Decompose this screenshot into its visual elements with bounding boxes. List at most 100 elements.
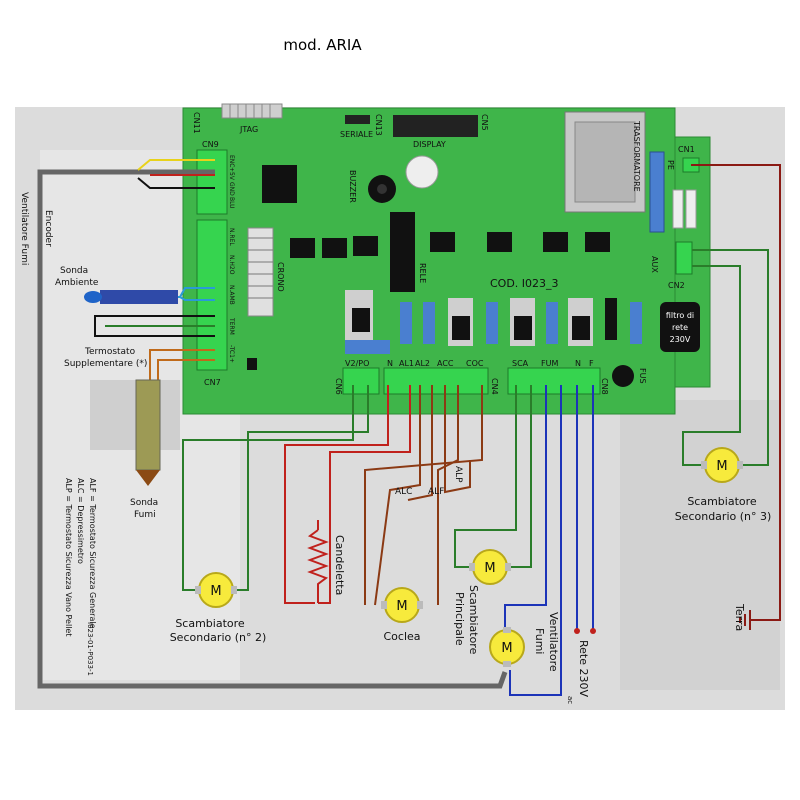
terra-wire [691, 164, 781, 621]
al2-label: AL2 [415, 359, 430, 368]
candeletta-label: Candeletta [333, 535, 346, 595]
coclea-wire [364, 385, 483, 605]
scambiatore3-wire [692, 249, 769, 466]
svg-text:M: M [396, 599, 407, 614]
sonda-ambiente-probe [84, 291, 102, 303]
fus-label: FUS [638, 368, 647, 384]
filtro-line3: 230V [670, 335, 691, 344]
scambiatore2-label-1: Scambiatore [175, 617, 245, 630]
svg-text:M: M [501, 641, 512, 656]
relay [390, 212, 415, 292]
background-photo-shade [620, 400, 780, 690]
cn4-label: CN4 [490, 378, 499, 395]
v2po-label: V2/PO [345, 359, 369, 368]
sonda-fumi-probe [135, 379, 161, 471]
page-title: mod. ARIA [283, 36, 362, 54]
sonda-ambiente-label-2: Ambiente [55, 278, 99, 288]
coclea-label: Coclea [383, 630, 420, 643]
alf-label: ALF [428, 487, 444, 497]
rete-terminal [590, 628, 596, 634]
alarm-wire-alc [374, 385, 421, 606]
seriale-label: SERIALE [340, 130, 373, 139]
cn6-label: CN6 [334, 378, 343, 395]
jtag-header [221, 103, 283, 119]
sonda-ambiente-label-1: Sonda [60, 266, 88, 276]
scambiatore3-label-2: Secondario (n° 3) [675, 510, 772, 523]
scambiatore3-wire [682, 265, 741, 466]
small-chips [247, 232, 610, 370]
cn1-label: CN1 [678, 145, 695, 154]
capacitor [405, 155, 439, 189]
motor-coclea: M [381, 587, 423, 623]
doc-code: I023-01-P033-1 [86, 622, 94, 676]
n2-label: N [575, 359, 581, 368]
coclea-wire [437, 385, 459, 605]
svg-text:M: M [210, 584, 221, 599]
acc-label: ACC [437, 359, 454, 368]
motor-scambiatore3: M [701, 447, 743, 483]
svg-text:-TC1+: -TC1+ [228, 345, 235, 363]
buzzer-label: BUZZER [348, 170, 357, 203]
termostato-wire [94, 315, 215, 337]
aux-connector [675, 241, 693, 275]
motor-ventilatore-fumi: M [489, 627, 525, 667]
alp-label: ALP [453, 466, 463, 483]
candeletta-wire [284, 385, 389, 604]
sonda-fumi-tip [136, 470, 160, 486]
al1-label: AL1 [399, 359, 414, 368]
alc-label: ALC [395, 487, 412, 497]
svg-text:ENC: ENC [228, 155, 235, 167]
fuse-holder [685, 189, 697, 229]
svg-text:ALF = Termostato Sicurezza Gen: ALF = Termostato Sicurezza Generale [88, 478, 97, 629]
ventilatore-fumi-label-1: Ventilatore [547, 612, 560, 672]
cn9-wire-black [137, 177, 215, 189]
crono-header [247, 227, 274, 317]
cn5-label: CN5 [480, 114, 489, 131]
scambiatore-principale-label-1: Scambiatore [467, 585, 480, 655]
legend: ALF = Termostato Sicurezza Generale ALC … [64, 478, 97, 636]
filtro-line1: filtro di [666, 311, 694, 320]
power-components [345, 290, 642, 354]
motor-scambiatore2: M [195, 572, 237, 608]
crono-label: CRONO [276, 262, 285, 292]
n1-label: N [387, 359, 393, 368]
rete-label: Rete 230V [577, 640, 590, 697]
earth-symbol [739, 610, 751, 630]
sonda-ambiente-cable [100, 290, 178, 304]
rete-terminal [574, 628, 580, 634]
rele-label: RELE [418, 263, 427, 283]
svg-text:ALP = Termostato Sicurezza Van: ALP = Termostato Sicurezza Vano Pellet [64, 478, 73, 636]
buzzer-hole [377, 184, 387, 194]
svg-text:ALC = Depressimetro: ALC = Depressimetro [76, 478, 85, 564]
cn8-terminal [507, 367, 601, 395]
termostato-label-1: Termostato [84, 347, 136, 357]
blue-component [649, 151, 665, 233]
pe-label: PE [666, 160, 675, 170]
svg-text:N.H2O: N.H2O [228, 255, 235, 275]
sonda-fumi-wire [157, 359, 215, 380]
cn4-terminal [383, 367, 489, 395]
line-filter [660, 302, 700, 352]
sonda-ambiente-wire [179, 296, 215, 301]
svg-text:BLU: BLU [228, 197, 235, 209]
fum-label: FUM [541, 359, 558, 368]
scambiatore-principale-label-2: Principale [453, 592, 466, 646]
ventilatore-fumi-label-2: Fumi [533, 628, 546, 654]
motor-scambiatore-principale: M [469, 549, 511, 585]
svg-text:M: M [484, 561, 495, 576]
microcontroller-chip [262, 165, 297, 203]
filtro-line2: rete [672, 323, 688, 332]
cn8-label: CN8 [600, 378, 609, 395]
sonda-fumi-wire [149, 349, 215, 380]
scambiatore2-label-2: Secondario (n° 2) [170, 631, 267, 644]
ventilatore-fumi-side-label: Ventilatore Fumi [19, 192, 29, 265]
cn9-pins: ENC +5V GND BLU [228, 155, 235, 209]
cn9-label: CN9 [202, 140, 219, 149]
cn11-label: CN11 [192, 112, 201, 134]
background-photo-shade [90, 380, 180, 450]
transformer-core [574, 121, 636, 203]
svg-text:N.AMB: N.AMB [228, 285, 235, 305]
svg-text:N.REL: N.REL [228, 228, 235, 246]
scambiatore2-wire [182, 385, 354, 591]
